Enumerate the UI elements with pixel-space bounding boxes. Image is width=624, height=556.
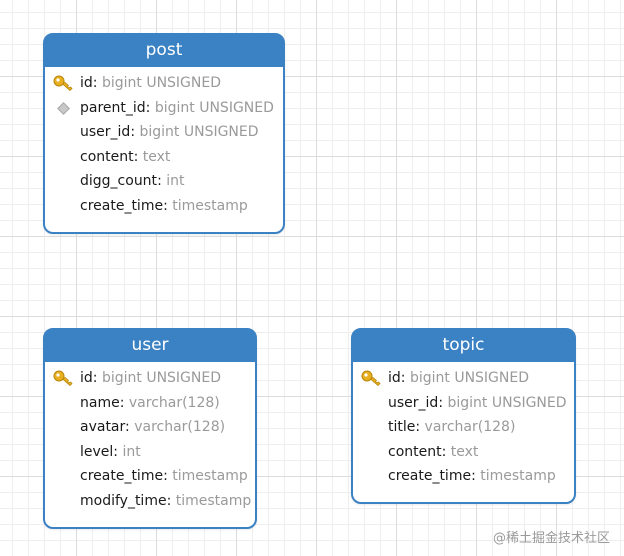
entity-title: user — [44, 329, 256, 362]
field-name: parent_id — [80, 99, 146, 116]
field-name: content — [80, 148, 134, 165]
field-separator: : — [92, 75, 98, 91]
field-separator: : — [92, 370, 98, 386]
field-type: timestamp — [172, 197, 248, 214]
field-type: bigint UNSIGNED — [139, 124, 259, 141]
field-name: id — [80, 370, 93, 386]
field-type: text — [450, 443, 479, 460]
field-row[interactable]: create_time: timestamp — [45, 464, 255, 489]
field-type: varchar(128) — [128, 394, 220, 411]
field-row[interactable]: title: varchar(128) — [353, 415, 574, 440]
field-separator: : — [400, 370, 406, 386]
field-type: bigint UNSIGNED — [101, 75, 222, 91]
field-row[interactable]: parent_id: bigint UNSIGNED — [45, 96, 283, 121]
field-separator: : — [438, 394, 444, 411]
field-row[interactable]: name: varchar(128) — [45, 391, 255, 416]
field-separator: : — [163, 197, 168, 214]
field-type: int — [122, 443, 141, 460]
key-icon — [361, 370, 381, 386]
field-type: varchar(128) — [134, 419, 226, 436]
field-separator: : — [415, 419, 421, 436]
watermark: @稀土掘金技术社区 — [492, 531, 610, 546]
field-separator: : — [441, 443, 447, 460]
field-type: bigint UNSIGNED — [447, 394, 567, 411]
field-separator: : — [130, 124, 136, 141]
field-separator: : — [163, 468, 168, 485]
field-name: title — [388, 419, 416, 436]
field-type: timestamp — [175, 492, 252, 509]
field-type: timestamp — [172, 468, 248, 485]
field-type: varchar(128) — [424, 419, 516, 436]
field-row[interactable]: id: bigint UNSIGNED — [45, 366, 255, 391]
field-separator: : — [133, 148, 139, 165]
field-row[interactable]: user_id: bigint UNSIGNED — [45, 120, 283, 145]
field-name: level — [80, 443, 114, 460]
field-name: digg_count — [80, 173, 158, 190]
field-row[interactable]: id: bigint UNSIGNED — [353, 366, 574, 391]
field-name: user_id — [388, 394, 439, 411]
field-row[interactable]: digg_count: int — [45, 169, 283, 194]
key-icon — [53, 75, 73, 91]
field-separator: : — [145, 99, 151, 116]
field-type: bigint UNSIGNED — [154, 99, 274, 116]
field-type: timestamp — [480, 468, 556, 485]
entity-title: topic — [352, 329, 575, 362]
field-row[interactable]: content: text — [353, 440, 574, 465]
field-row[interactable]: create_time: timestamp — [353, 464, 574, 489]
field-row[interactable]: user_id: bigint UNSIGNED — [353, 391, 574, 416]
field-name: id — [80, 75, 93, 91]
key-icon — [53, 370, 73, 386]
field-row[interactable]: content: text — [45, 145, 283, 170]
field-row[interactable]: avatar: varchar(128) — [45, 415, 255, 440]
field-separator: : — [119, 394, 125, 411]
field-name: name — [80, 394, 120, 411]
field-type: int — [166, 173, 185, 190]
diamond-icon — [57, 101, 70, 115]
field-name: create_time — [388, 468, 472, 485]
field-name: create_time — [80, 197, 164, 214]
field-separator: : — [113, 443, 119, 460]
field-name: id — [388, 370, 401, 386]
field-row[interactable]: modify_time: timestamp — [45, 489, 255, 514]
field-name: avatar — [80, 419, 126, 436]
field-name: modify_time — [80, 492, 167, 509]
field-row[interactable]: create_time: timestamp — [45, 194, 283, 219]
field-name: user_id — [80, 124, 131, 141]
field-name: create_time — [80, 468, 164, 485]
field-type: text — [142, 148, 171, 165]
field-separator: : — [157, 173, 162, 190]
field-row[interactable]: id: bigint UNSIGNED — [45, 71, 283, 96]
field-type: bigint UNSIGNED — [409, 370, 530, 386]
field-row[interactable]: level: int — [45, 440, 255, 465]
field-separator: : — [125, 419, 130, 436]
field-type: bigint UNSIGNED — [101, 370, 222, 386]
field-separator: : — [471, 468, 476, 485]
field-separator: : — [166, 492, 172, 509]
field-name: content — [388, 443, 442, 460]
entity-title: post — [44, 34, 284, 67]
